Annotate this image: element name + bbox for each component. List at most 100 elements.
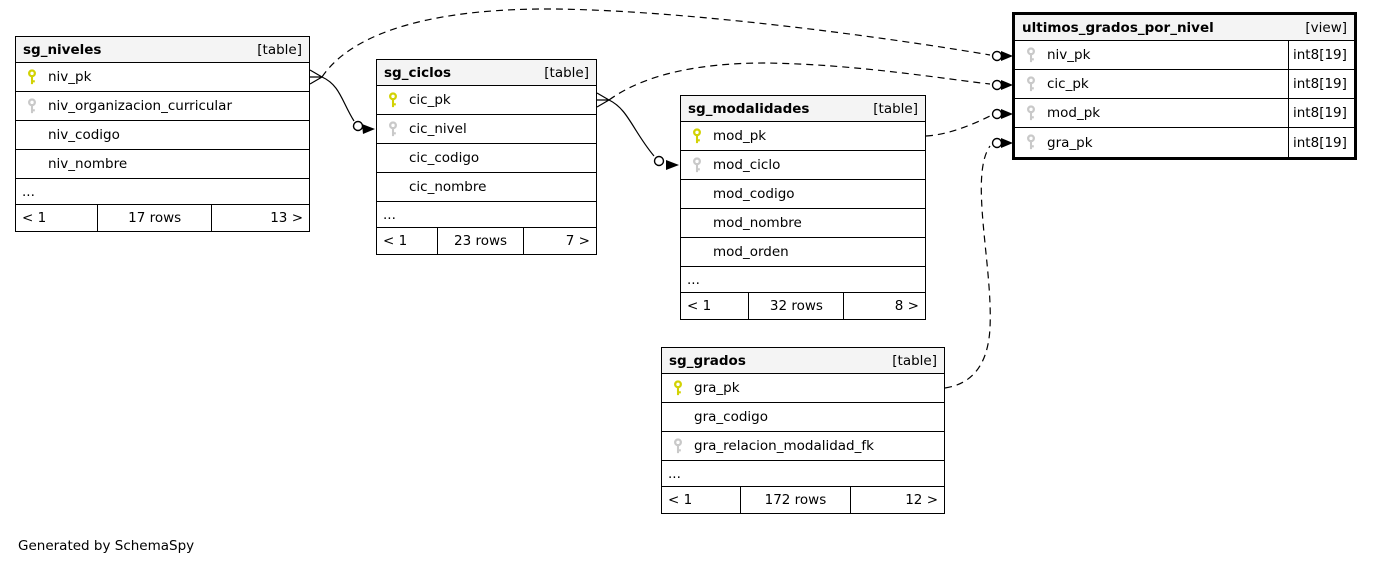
table-header[interactable]: sg_grados [table]	[662, 348, 944, 374]
column-name: mod_ciclo	[713, 157, 781, 173]
footer-right-count: 13 >	[270, 210, 303, 226]
edge-niv_pk-cic_nivel	[309, 69, 355, 122]
column-type: int8[19]	[1288, 41, 1354, 69]
column-name: niv_nombre	[48, 156, 128, 172]
foreign-key-icon	[1024, 134, 1037, 151]
column-name: niv_pk	[48, 69, 92, 85]
table-name: sg_grados	[669, 352, 746, 369]
column-row: gra_pk int8[19]	[1015, 128, 1354, 157]
table-header[interactable]: sg_modalidades [table]	[681, 96, 925, 122]
footer-right-count: 7 >	[565, 233, 590, 249]
table-sg_grados[interactable]: sg_grados [table] gra_pk gra_codigo gra_…	[661, 347, 945, 514]
table-kind-badge: [table]	[873, 100, 918, 117]
column-type: int8[19]	[1288, 99, 1354, 127]
column-row: cic_pk	[377, 86, 596, 115]
column-name: gra_pk	[1047, 134, 1093, 151]
table-footer: < 1 172 rows 12 >	[662, 487, 944, 513]
column-type: int8[19]	[1288, 70, 1354, 98]
foreign-key-icon	[690, 156, 703, 174]
column-row: cic_codigo	[377, 144, 596, 173]
column-name: cic_nombre	[409, 179, 487, 195]
table-name: sg_modalidades	[688, 100, 810, 117]
footer-left-count: < 1	[681, 293, 750, 319]
primary-key-icon	[386, 91, 399, 109]
table-sg_modalidades[interactable]: sg_modalidades [table] mod_pk mod_ciclo …	[680, 95, 926, 320]
table-name: sg_niveles	[23, 41, 102, 58]
edge-gra_pk-view	[944, 145, 991, 389]
table-footer: < 1 17 rows 13 >	[16, 205, 309, 231]
column-name: cic_codigo	[409, 150, 480, 166]
primary-key-icon	[671, 379, 684, 397]
column-row: gra_relacion_modalidad_fk	[662, 432, 944, 461]
column-name: mod_nombre	[713, 215, 802, 231]
primary-key-icon	[690, 127, 703, 145]
table-footer: < 1 32 rows 8 >	[681, 293, 925, 319]
column-name: mod_pk	[1047, 105, 1101, 121]
column-row: niv_codigo	[16, 121, 309, 150]
column-row: mod_orden	[681, 238, 925, 267]
footer-right-count: 8 >	[894, 298, 919, 314]
table-kind-badge: [table]	[257, 41, 302, 58]
edge-mod_pk-view	[925, 115, 991, 137]
column-row: niv_pk	[16, 63, 309, 92]
ellipsis-row: ...	[662, 461, 944, 487]
column-name: gra_codigo	[694, 409, 768, 425]
primary-key-icon	[25, 68, 38, 86]
column-name: gra_relacion_modalidad_fk	[694, 438, 874, 454]
edge-cic_pk-mod_ciclo	[596, 92, 655, 157]
edge-gra_pk-view-dot	[991, 137, 1003, 149]
footer-left-count: < 1	[662, 487, 741, 513]
table-header[interactable]: sg_ciclos [table]	[377, 60, 596, 86]
column-row: mod_pk	[681, 122, 925, 151]
column-row: cic_nombre	[377, 173, 596, 202]
footer-right-count: 12 >	[905, 492, 938, 508]
table-header[interactable]: ultimos_grados_por_nivel [view]	[1015, 15, 1354, 41]
column-row: cic_nivel	[377, 115, 596, 144]
ellipsis-row: ...	[16, 179, 309, 205]
column-name: niv_pk	[1047, 47, 1091, 63]
edge-mod_pk-view-dot	[991, 108, 1003, 120]
foreign-key-icon	[1024, 46, 1037, 64]
edge-niv_pk-view-dot	[991, 50, 1003, 62]
table-header[interactable]: sg_niveles [table]	[16, 37, 309, 63]
column-name: gra_pk	[694, 380, 740, 396]
column-name: niv_organizacion_curricular	[48, 98, 233, 114]
column-row: gra_pk	[662, 374, 944, 403]
column-name: cic_nivel	[409, 121, 467, 137]
foreign-key-icon	[671, 437, 684, 455]
footer-row-count: 172 rows	[741, 487, 851, 513]
column-row: cic_pk int8[19]	[1015, 70, 1354, 99]
ellipsis-row: ...	[681, 267, 925, 293]
column-row: mod_ciclo	[681, 151, 925, 180]
edge-cic_pk-mod_ciclo-arrow	[666, 160, 679, 170]
table-kind-badge: [table]	[892, 352, 937, 369]
column-row: niv_nombre	[16, 150, 309, 179]
table-footer: < 1 23 rows 7 >	[377, 228, 596, 254]
table-name: sg_ciclos	[384, 64, 452, 81]
ellipsis-row: ...	[377, 202, 596, 228]
column-name: cic_pk	[409, 92, 451, 108]
table-sg_ciclos[interactable]: sg_ciclos [table] cic_pk cic_nivel cic_c…	[376, 59, 597, 255]
column-row: mod_pk int8[19]	[1015, 99, 1354, 128]
column-row: gra_codigo	[662, 403, 944, 432]
column-row: mod_nombre	[681, 209, 925, 238]
footer-left-count: < 1	[377, 228, 439, 254]
table-kind-badge: [view]	[1305, 19, 1347, 36]
footer-row-count: 17 rows	[98, 205, 213, 231]
column-name: niv_codigo	[48, 127, 120, 143]
footer-row-count: 23 rows	[438, 228, 524, 254]
table-name: ultimos_grados_por_nivel	[1022, 19, 1214, 36]
column-name: mod_pk	[713, 128, 767, 144]
column-row: niv_pk int8[19]	[1015, 41, 1354, 70]
edge-niv_pk-cic_nivel-arrow	[362, 124, 375, 134]
edge-niv_pk-cic_nivel-dot	[352, 120, 364, 132]
table-sg_niveles[interactable]: sg_niveles [table] niv_pk niv_organizaci…	[15, 36, 310, 232]
column-name: cic_pk	[1047, 76, 1089, 92]
foreign-key-icon	[1024, 75, 1037, 93]
column-name: mod_codigo	[713, 186, 795, 202]
footer-left-count: < 1	[16, 205, 99, 231]
view-ultimos_grados_por_nivel[interactable]: ultimos_grados_por_nivel [view] niv_pk i…	[1012, 12, 1357, 160]
table-kind-badge: [table]	[544, 64, 589, 81]
edge-cic_pk-view-dot	[991, 79, 1003, 91]
